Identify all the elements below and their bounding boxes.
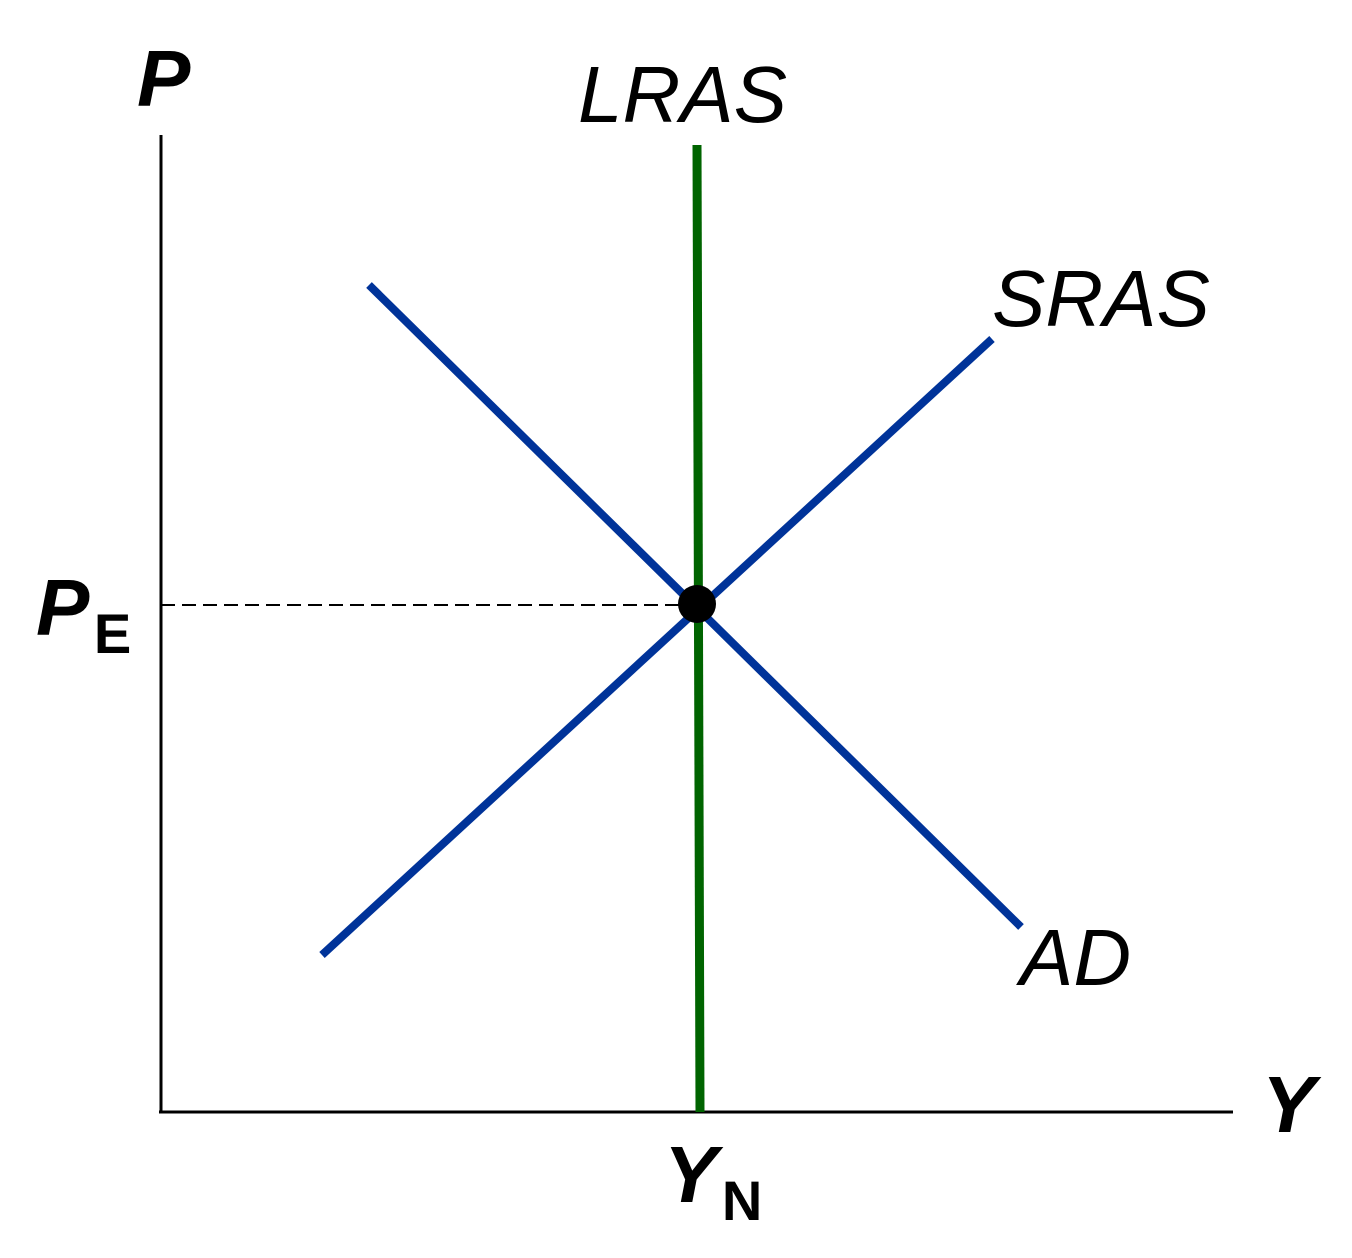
price-label-sub: E [94, 602, 131, 665]
ad-label: AD [1016, 913, 1131, 1002]
natural-output-label: Y N [664, 1130, 762, 1232]
sras-label: SRAS [992, 254, 1210, 343]
output-label-sub: N [722, 1169, 762, 1232]
lras-label: LRAS [578, 50, 787, 139]
price-label-main: P [36, 563, 90, 652]
equilibrium-point [678, 585, 716, 623]
y-axis-label: P [137, 34, 191, 123]
equilibrium-price-label: P E [36, 563, 131, 665]
x-axis-label: Y [1262, 1060, 1322, 1149]
output-label-main: Y [664, 1130, 724, 1219]
lras-curve [692, 144, 705, 1113]
sras-curve [319, 336, 995, 958]
